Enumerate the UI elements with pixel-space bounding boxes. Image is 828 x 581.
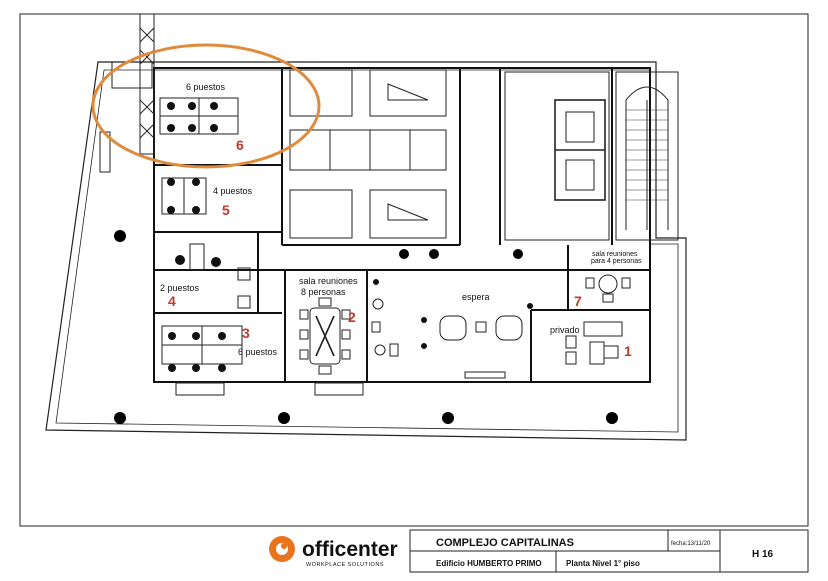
restroom-block (289, 69, 447, 239)
level-label: Planta Nivel 1° piso (566, 559, 640, 568)
office-5-label: 4 puestos (213, 186, 253, 196)
title-block (409, 529, 809, 573)
private-1-furniture (565, 321, 623, 365)
office-3-label: 6 puestos (238, 347, 278, 357)
waiting-furniture (371, 298, 523, 357)
meeting-2-number: 2 (348, 309, 356, 325)
project-name: COMPLEJO CAPITALINAS (436, 537, 574, 549)
waiting-label: espera (462, 292, 490, 302)
highlight-ellipse (91, 43, 321, 169)
office-4-number: 4 (168, 293, 176, 309)
window-sills (99, 131, 506, 396)
meeting-2-table (299, 297, 351, 375)
office-5-desks (161, 177, 207, 215)
building-name: Edificio HUMBERTO PRIMO (436, 559, 542, 568)
private-1-number: 1 (624, 343, 632, 359)
office-5-number: 5 (222, 202, 230, 218)
office-6-chairs (167, 102, 218, 132)
meeting-2-label-line1: sala reuniones (299, 276, 358, 286)
stair-treads (626, 109, 668, 201)
private-1-label: privado (550, 325, 580, 335)
corner-shaft (111, 13, 155, 155)
office-3-desks (161, 325, 243, 365)
office-5-chairs (167, 178, 200, 214)
brand-tagline: WORKPLACE SOLUTIONS (306, 562, 384, 568)
elevator-core (504, 71, 679, 241)
meeting-7-table (585, 274, 631, 303)
office-4-furniture (175, 243, 251, 309)
office-6-number: 6 (236, 137, 244, 153)
office-6-label: 6 puestos (186, 82, 226, 92)
plants (373, 279, 533, 349)
office-6-desks (159, 97, 239, 135)
meeting-7-number: 7 (574, 293, 582, 309)
office-3-number: 3 (242, 325, 250, 341)
office-4-label: 2 puestos (160, 283, 200, 293)
building-perimeter (45, 61, 687, 441)
meeting-2-label-line2: 8 personas (301, 287, 346, 297)
office-3-chairs (168, 332, 226, 372)
sheet-border (19, 13, 809, 527)
interior-walls (153, 67, 651, 383)
brand-name: officenter (302, 538, 398, 561)
date-label: fecha:13/11/20 (671, 541, 711, 547)
meeting-7-label-line1: sala reuniones (592, 251, 638, 258)
sheet-number: H 16 (752, 549, 774, 560)
officenter-logo (269, 536, 295, 562)
structural-columns (114, 230, 618, 424)
meeting-7-label-line2: para 4 personas (591, 258, 642, 265)
